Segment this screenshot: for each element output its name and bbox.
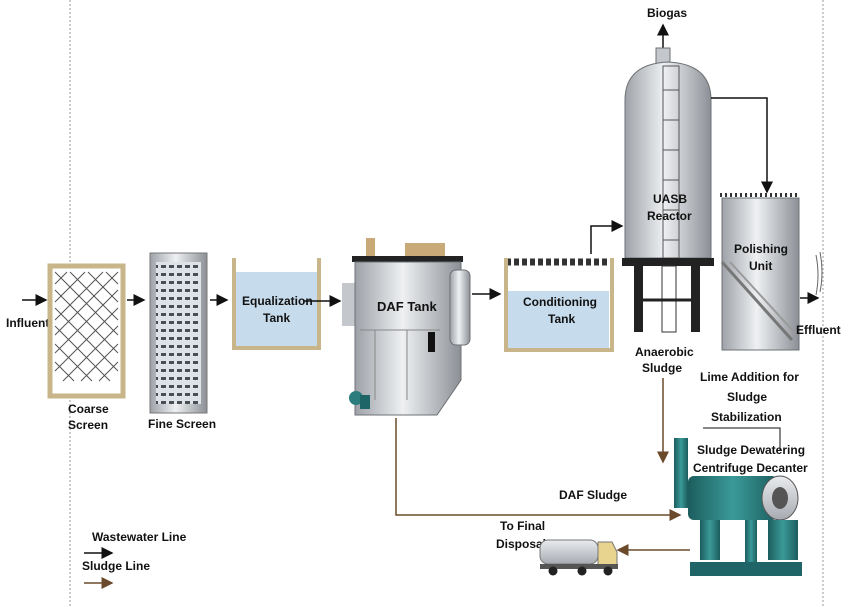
anaerobic-label-2: Sludge <box>642 361 682 375</box>
conditioning-tank <box>504 258 614 352</box>
lime-label-3: Stabilization <box>711 410 782 424</box>
uasb-label-1: UASB <box>653 192 687 206</box>
centrifuge-decanter <box>674 438 802 576</box>
conditioning-label-2: Tank <box>548 312 575 326</box>
anaerobic-label-1: Anaerobic <box>635 345 694 359</box>
lime-label-2: Sludge <box>727 390 767 404</box>
influent-label: Influent <box>6 316 49 330</box>
effluent-flow-mark <box>815 251 823 296</box>
polishing-label-2: Unit <box>749 259 772 273</box>
equalization-label-1: Equalization <box>242 294 313 308</box>
daf-tank-label: DAF Tank <box>377 299 437 314</box>
uasb-reactor <box>622 47 714 333</box>
equalization-label-2: Tank <box>263 311 290 325</box>
disposal-truck <box>539 539 618 576</box>
final-disposal-label-1: To Final <box>500 519 545 533</box>
lime-dosing-line <box>703 427 781 450</box>
lime-label-1: Lime Addition for <box>700 370 799 384</box>
arrow-uasb-to-polishing <box>711 97 773 194</box>
conditioning-label-1: Conditioning <box>523 295 597 309</box>
effluent-label: Effluent <box>796 323 841 337</box>
dewatering-label-1: Sludge Dewatering <box>697 443 805 457</box>
fine-screen <box>149 252 208 414</box>
legend-wastewater-label: Wastewater Line <box>92 530 187 544</box>
dewatering-label-2: Centrifuge Decanter <box>693 461 808 475</box>
daf-sludge-label: DAF Sludge <box>559 488 627 502</box>
polishing-unit <box>720 193 800 351</box>
biogas-label: Biogas <box>647 6 687 20</box>
daf-sludge-line <box>395 418 682 521</box>
fine-screen-label: Fine Screen <box>148 417 216 431</box>
coarse-screen <box>47 263 126 399</box>
equalization-tank <box>232 258 321 350</box>
polishing-label-1: Polishing <box>734 242 788 256</box>
uasb-label-2: Reactor <box>647 209 692 223</box>
daf-tank <box>342 238 471 416</box>
coarse-screen-label-1: Coarse <box>68 402 109 416</box>
arrow-conditioning-to-uasb <box>590 220 624 254</box>
final-disposal-label-2: Disposal <box>496 537 546 551</box>
legend-sludge-label: Sludge Line <box>82 559 150 573</box>
coarse-screen-label-2: Screen <box>68 418 108 432</box>
